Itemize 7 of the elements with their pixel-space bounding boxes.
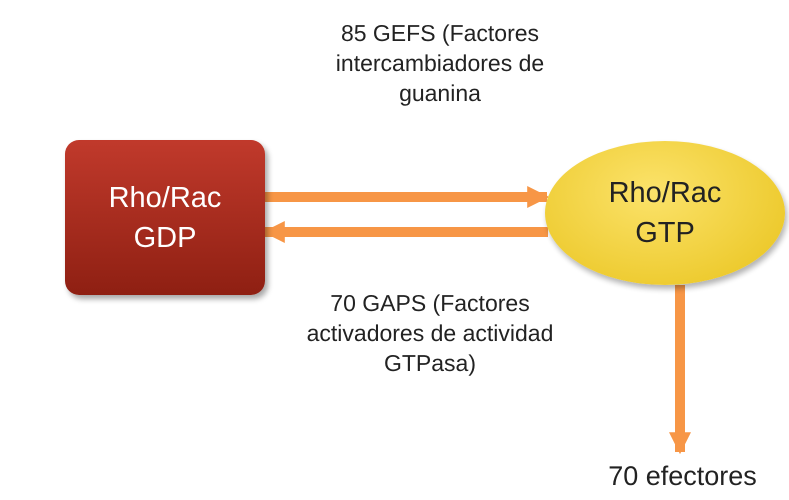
node-label: Rho/Rac GDP <box>108 180 222 256</box>
process-box <box>65 140 265 295</box>
node-label: 70 efectores <box>608 460 757 493</box>
arrow <box>669 285 691 454</box>
arrow <box>262 221 548 243</box>
node-label: Rho/Rac GTP <box>608 176 722 251</box>
arrow <box>265 186 550 208</box>
